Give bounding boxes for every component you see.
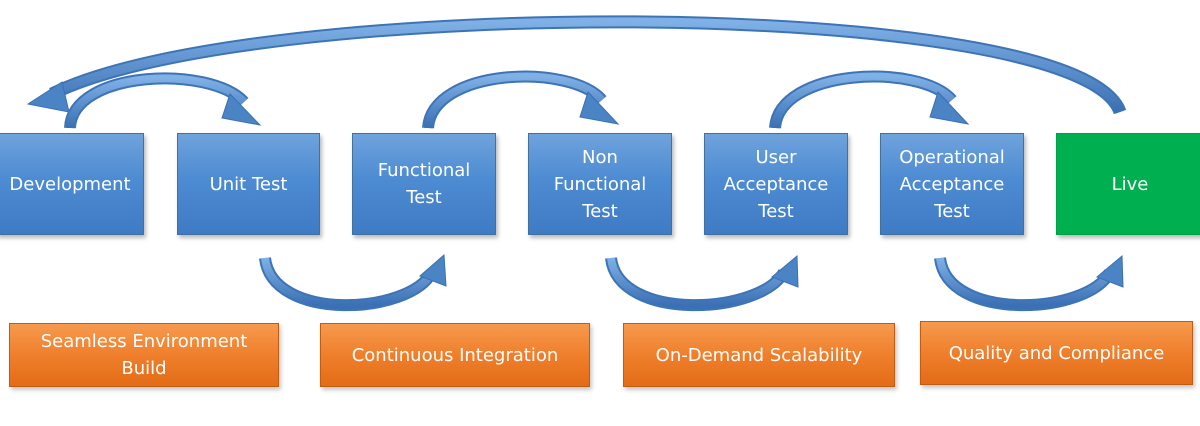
stage-user-acceptance-test: User Acceptance Test [704, 133, 848, 235]
bottom-arrow-nonfunc-to-uat [605, 254, 799, 312]
benefit-label: Seamless Environment Build [40, 331, 248, 379]
stage-label: Operational Acceptance Test [899, 146, 1005, 222]
benefit-seamless-environment-build: Seamless Environment Build [9, 323, 279, 387]
benefit-continuous-integration: Continuous Integration [320, 323, 590, 387]
return-arrow [26, 15, 1127, 115]
stage-operational-acceptance-test: Operational Acceptance Test [880, 133, 1024, 235]
benefit-on-demand-scalability: On-Demand Scalability [623, 323, 895, 387]
stage-non-functional-test: Non Functional Test [528, 133, 672, 235]
benefit-label: On-Demand Scalability [655, 344, 863, 366]
top-arrow-uat-to-oat [769, 70, 970, 130]
top-arrow-func-to-nonfunc [422, 70, 620, 130]
stage-label: Non Functional Test [553, 146, 647, 222]
stage-unit-test: Unit Test [177, 133, 320, 235]
stage-label: Development [9, 173, 131, 195]
stage-label: Unit Test [209, 173, 288, 195]
bottom-arrow-oat-to-live [934, 254, 1124, 312]
top-arrow-dev-to-unit [64, 72, 262, 129]
benefit-label: Quality and Compliance [948, 342, 1165, 364]
stage-functional-test: Functional Test [352, 133, 496, 235]
stage-live: Live [1056, 133, 1200, 235]
benefit-label: Continuous Integration [351, 344, 559, 366]
stage-label: User Acceptance Test [723, 146, 829, 222]
benefit-quality-and-compliance: Quality and Compliance [920, 321, 1193, 385]
bottom-arrow-unit-to-func [259, 253, 447, 312]
stage-development: Development [0, 133, 144, 235]
stage-label: Live [1111, 173, 1149, 195]
stage-label: Functional Test [377, 160, 471, 208]
